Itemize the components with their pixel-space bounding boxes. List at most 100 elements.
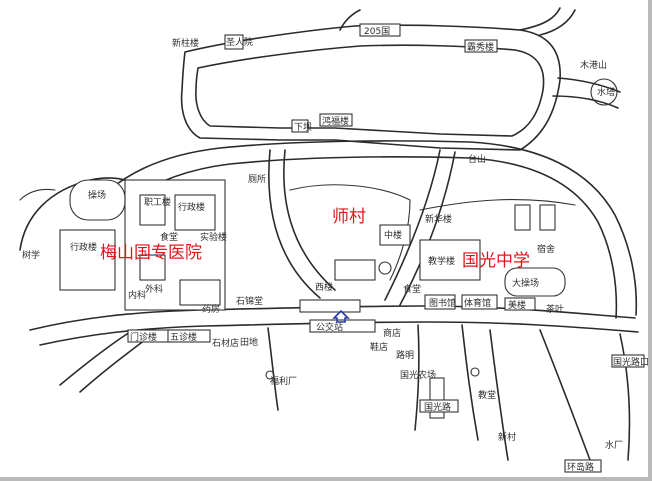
label-tian-di: 田地 — [240, 336, 258, 348]
box-bus — [309, 319, 376, 333]
label-shengren-yuan: 圣人院 — [226, 36, 253, 48]
road-village-west-2 — [268, 149, 321, 299]
label-xinzhu-lou: 新柱楼 — [172, 37, 199, 49]
label-xin-cun: 新村 — [498, 431, 516, 443]
label-gym: 体育馆 — [464, 297, 491, 309]
label-clinic: 门诊楼 — [130, 331, 157, 343]
label-bottom-right2: 水厂 — [605, 439, 623, 451]
label-mei-lou: 美楼 — [508, 299, 526, 311]
label-gongren-lou: 职工楼 — [144, 196, 171, 208]
road-northeast-2 — [539, 9, 576, 36]
label-lab: 实验楼 — [200, 231, 227, 243]
school-bldg-2 — [424, 294, 456, 310]
label-xi-lou: 西楼 — [315, 281, 333, 293]
label-gate: 下坝 — [294, 122, 312, 133]
road-down-2 — [414, 324, 420, 431]
school-dorm-2 — [539, 204, 556, 231]
label-pharmacy: 药房 — [202, 303, 220, 315]
label-shi-jin-tang: 石锦堂 — [236, 295, 263, 307]
label-hospital: 梅山国专医院 — [100, 243, 202, 263]
road-northeast — [519, 7, 561, 31]
label-library: 图书馆 — [429, 297, 456, 309]
school-dorm-1 — [514, 204, 531, 231]
label-lower-mid: 国光农场 — [400, 369, 436, 381]
road-east-spur-2 — [552, 95, 619, 109]
road-se — [539, 329, 591, 461]
label-sports-field: 操场 — [88, 189, 106, 201]
label-gate-south: 鸿福楼 — [322, 115, 349, 127]
label-wai-ke: 外科 — [145, 283, 163, 295]
label-building-a: 新华楼 — [425, 213, 452, 225]
label-road-205: 205国 — [364, 26, 390, 37]
label-toilet: 厕所 — [248, 174, 266, 185]
hospital-bldg-1 — [139, 194, 166, 226]
label-shi-lou: 行政楼 — [178, 201, 205, 213]
label-building-b: 行政楼 — [70, 241, 97, 253]
village-building-3 — [299, 299, 361, 313]
label-shop: 商店 — [383, 327, 401, 339]
left-building — [59, 229, 116, 291]
label-lumin: 路明 — [396, 349, 414, 361]
road-mid-arc-outer — [89, 140, 638, 316]
school-playground — [504, 267, 566, 297]
school-bldg-main — [419, 239, 481, 281]
school-bldg-3 — [461, 294, 498, 310]
road-village-east — [384, 149, 441, 301]
label-dorm: 宿舍 — [537, 243, 555, 255]
label-shu-xue: 树学 — [22, 249, 40, 261]
road-mid-arc-inner — [109, 156, 618, 319]
label-wuzhen: 五诊楼 — [170, 331, 197, 343]
road-left-curve — [19, 188, 56, 201]
hospital-bldg-3 — [139, 254, 166, 281]
marker-circle-2 — [265, 370, 275, 380]
road-down-4 — [489, 329, 509, 461]
road-top-loop-outer — [180, 24, 561, 151]
box-bigroad — [419, 399, 459, 413]
label-canteen-school: 食堂 — [403, 283, 421, 295]
village-building-1 — [379, 224, 411, 246]
label-church: 教堂 — [478, 389, 496, 401]
label-playground: 大操场 — [512, 277, 539, 289]
school-bldg-4 — [504, 297, 536, 311]
label-middle-lib: 中楼 — [384, 229, 402, 241]
box-right-edge — [611, 354, 645, 368]
road-se-2 — [619, 333, 631, 461]
label-taishan: 台山 — [468, 153, 486, 165]
label-right-edge: 国光路口 — [613, 356, 648, 368]
label-baxiu-lou: 霸秀楼 — [467, 41, 494, 53]
label-bus-stop: 公交站 — [316, 321, 343, 333]
well-circle — [378, 261, 392, 275]
label-bottom-right: 环岛路 — [567, 461, 594, 473]
box-205 — [359, 23, 401, 37]
road-top-loop-inner — [195, 44, 545, 137]
hospital-bldg-4 — [179, 279, 221, 306]
road-village-west — [283, 149, 336, 291]
box-xiaba — [291, 119, 309, 133]
box-bottom-right — [564, 459, 602, 473]
village-building-2 — [334, 259, 376, 281]
road-down-3 — [461, 324, 479, 441]
label-tea: 茶叶 — [546, 303, 564, 315]
label-side-road: 木港山 — [580, 59, 607, 71]
label-water-station: 水塔 — [597, 86, 615, 98]
marker-circle-south — [470, 367, 480, 377]
road-205-top — [339, 9, 361, 31]
road-village-east-2 — [399, 151, 456, 306]
label-school: 国光中学 — [462, 251, 530, 271]
label-fuli-factory: 福利厂 — [270, 375, 297, 387]
road-sw — [59, 331, 131, 386]
road-school-north — [419, 198, 576, 211]
label-foot-shop: 鞋店 — [370, 341, 388, 353]
wuzhen-box — [167, 329, 211, 343]
label-village: 师村 — [332, 207, 366, 227]
hospital-bldg-2 — [174, 194, 216, 231]
box-shengren — [224, 34, 244, 50]
road-sw-2 — [79, 339, 146, 393]
water-tower-circle — [590, 78, 618, 106]
road-village-inner — [289, 184, 411, 281]
box-hongfu — [319, 113, 353, 127]
label-main-lab: 教学楼 — [428, 255, 455, 267]
label-shi-lou-south: 石材店 — [212, 337, 239, 349]
label-canteen-hosp: 食堂 — [160, 231, 178, 243]
